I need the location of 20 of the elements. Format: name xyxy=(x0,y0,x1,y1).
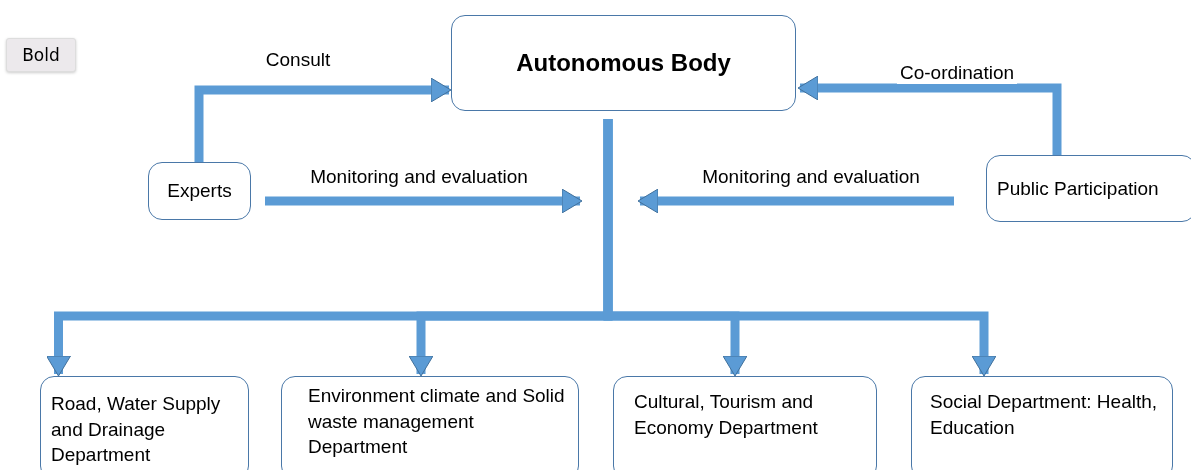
rounded-box xyxy=(40,376,249,470)
node-label: Experts xyxy=(167,179,232,204)
block-arrow xyxy=(265,188,583,214)
rounded-box xyxy=(148,162,251,220)
rounded-box xyxy=(451,15,796,111)
node-label: Public Participation xyxy=(997,176,1159,201)
node-label: Autonomous Body xyxy=(515,47,732,78)
block-arrow xyxy=(797,75,1062,155)
rounded-box xyxy=(613,376,877,470)
node-label: Social Department: Health, Education xyxy=(930,390,1159,440)
node-label: Road, Water Supply and Drainage Department xyxy=(51,392,222,468)
node-label: Environment climate and Solid waste management Department xyxy=(308,384,566,460)
block-arrow xyxy=(194,77,452,162)
rounded-box xyxy=(911,376,1173,470)
block-arrow xyxy=(603,119,997,377)
toolbar-button: Bold xyxy=(6,38,76,72)
block-arrow xyxy=(637,188,954,214)
node-label: Cultural, Tourism and Economy Department xyxy=(634,390,819,440)
rounded-box xyxy=(281,376,579,470)
rounded-box xyxy=(986,155,1191,222)
